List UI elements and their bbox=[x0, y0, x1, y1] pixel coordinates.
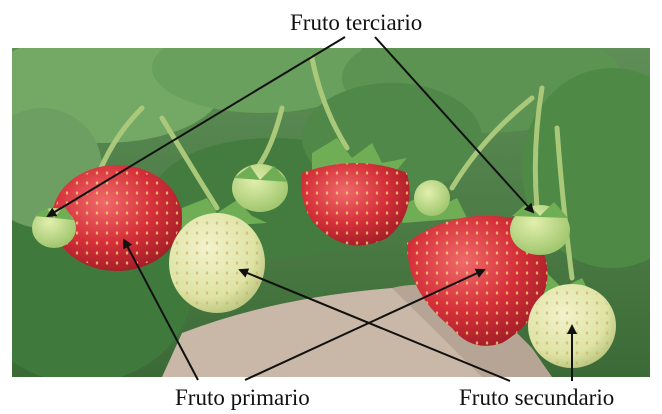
arrow-terciario-left bbox=[46, 36, 346, 218]
ripe-strawberry-center bbox=[301, 163, 410, 246]
ripe-strawberry-right bbox=[407, 215, 548, 346]
label-fruto-primario: Fruto primario bbox=[175, 385, 310, 410]
arrow-secundario-left bbox=[238, 268, 511, 382]
arrow-primario-left bbox=[123, 238, 199, 381]
green-bud-center bbox=[232, 164, 288, 212]
leaf bbox=[152, 48, 372, 113]
green-bud-small bbox=[414, 180, 450, 216]
green-bud-left bbox=[32, 206, 76, 248]
label-fruto-terciario: Fruto terciario bbox=[290, 10, 423, 35]
unripe-strawberry-left bbox=[169, 213, 265, 313]
arrow-primario-right bbox=[244, 268, 486, 381]
strawberry-plant-photo bbox=[12, 48, 650, 377]
arrow-terciario-right bbox=[374, 36, 535, 214]
label-fruto-secundario: Fruto secundario bbox=[459, 385, 615, 410]
